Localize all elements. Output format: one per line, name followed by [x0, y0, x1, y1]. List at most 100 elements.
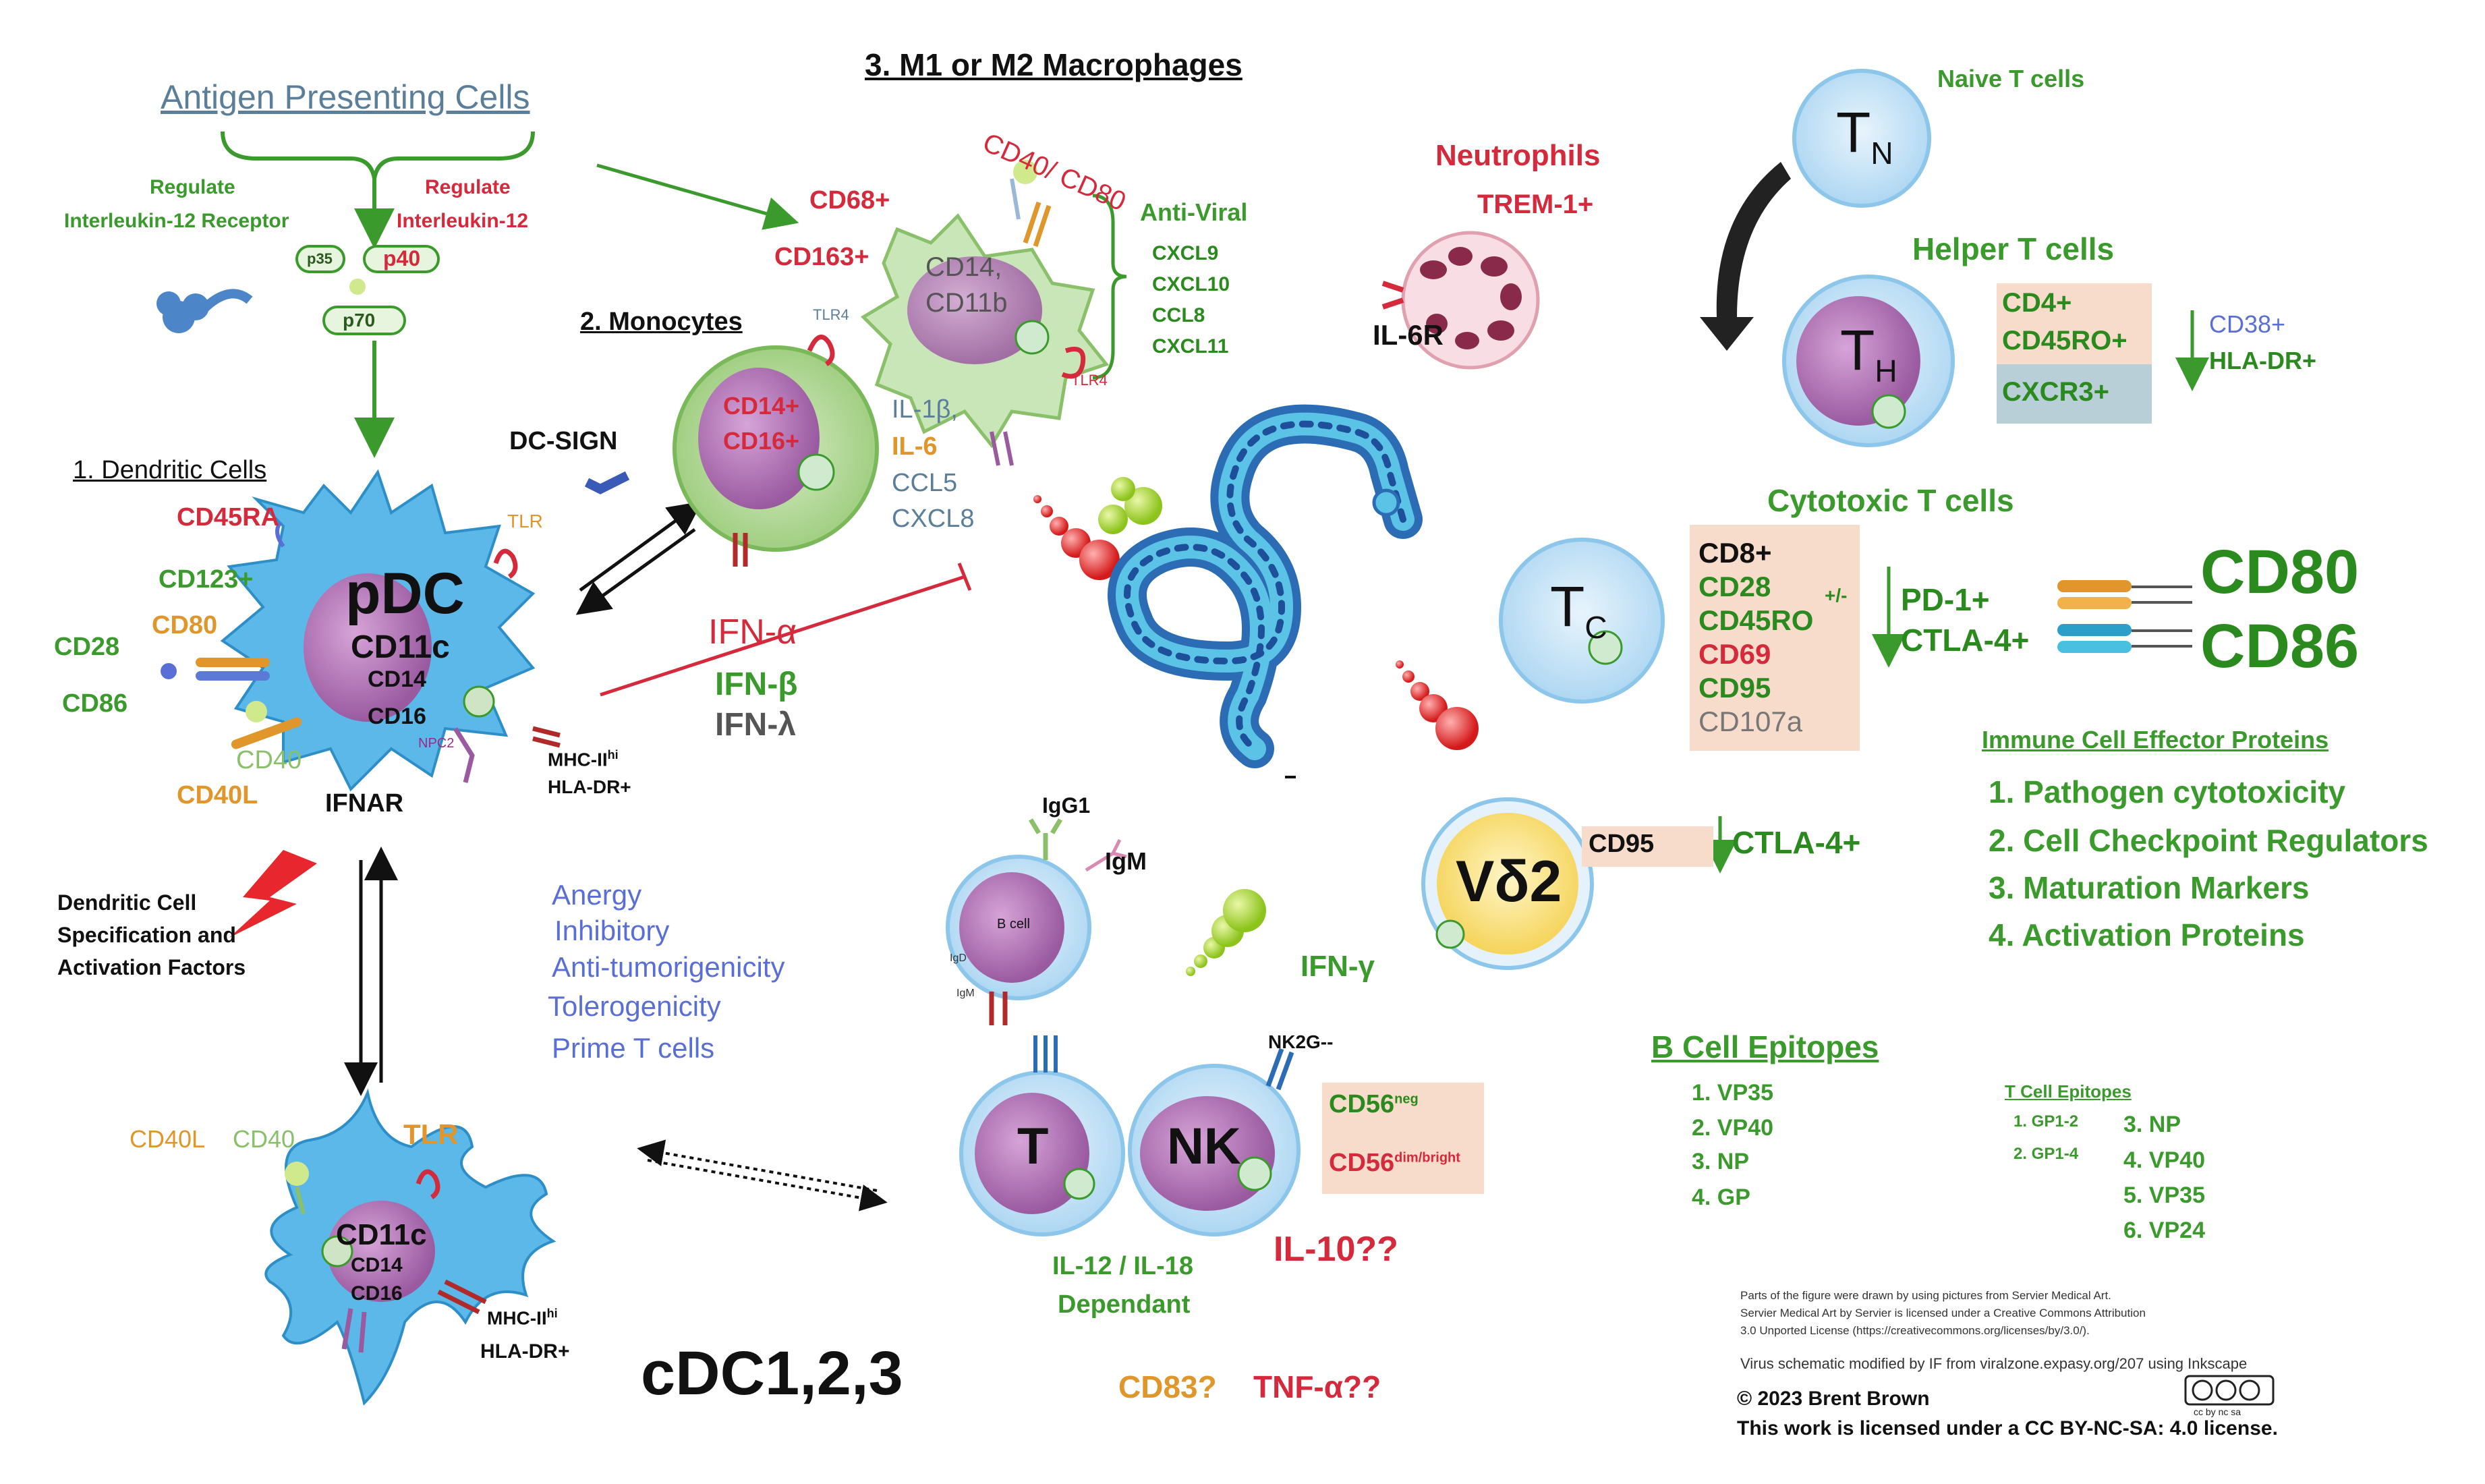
- credits-license: This work is licensed under a CC BY-NC-S…: [1737, 1417, 2278, 1439]
- helper-title: Helper T cells: [1912, 231, 2115, 266]
- helper-cd4: CD4+: [2002, 288, 2072, 318]
- cd56neg-label: CD56neg: [1329, 1090, 1419, 1118]
- t-cell-label: T: [1017, 1118, 1049, 1175]
- dc-factors-1: Dendritic Cell: [57, 890, 197, 915]
- ifn-beta-label: IFN-β: [715, 666, 798, 702]
- macrophage-cell: [860, 160, 1110, 466]
- vd2-cd95: CD95: [1589, 830, 1655, 858]
- vd2-marker-bg: [1582, 826, 1713, 867]
- cytotoxic-cd69: CD69: [1698, 638, 1771, 670]
- activation-lightning-icon: [229, 850, 317, 938]
- macrophage-cd14: CD14,: [925, 252, 1002, 282]
- cytotoxic-t-cell: [1499, 538, 1665, 704]
- cdc-cd16-label: CD16: [351, 1282, 403, 1305]
- ebola-virus-icon: [1108, 404, 1423, 768]
- tolerance-antitumor: Anti-tumorigenicity: [552, 951, 785, 983]
- pdc-label: pDC: [345, 561, 465, 626]
- credits-virus: Virus schematic modified by IF from vira…: [1740, 1355, 2248, 1372]
- apc-regulate-il12-2: Interleukin-12: [397, 210, 529, 232]
- nk-cell-label: NK: [1167, 1118, 1241, 1175]
- cytokine-spheres-lower: [1396, 660, 1479, 750]
- apc-to-macrophage-arrow: [596, 163, 799, 230]
- igg1-label: IgG1: [1042, 793, 1091, 818]
- monocyte-tlr4-label: TLR4: [813, 306, 849, 323]
- t-cell-bottom: [959, 1035, 1125, 1236]
- ifn-gamma-spheres: [1186, 889, 1266, 976]
- credits-line-1: Parts of the figure were drawn by using …: [1740, 1289, 2111, 1302]
- cd45ra-label: CD45RA: [177, 503, 280, 532]
- effector-item-2: 2. Cell Checkpoint Regulators: [1989, 823, 2428, 858]
- pdc-tlr-label: TLR: [507, 511, 543, 532]
- antiviral-ccl8: CCL8: [1152, 304, 1205, 326]
- pdc-cd80-label: CD80: [152, 611, 218, 639]
- neutrophils-title: Neutrophils: [1435, 139, 1601, 172]
- cytokine-spheres-upper: [1033, 477, 1162, 580]
- tolerance-prime: Prime T cells: [552, 1032, 715, 1064]
- pdc-cd16-label: CD16: [368, 704, 426, 729]
- antiviral-cxcl10: CXCL10: [1152, 273, 1230, 295]
- naive-label: TN: [1836, 101, 1893, 171]
- p35-label: p35: [307, 250, 333, 267]
- cc-license-badge: [2184, 1375, 2275, 1406]
- cdc-cd14-label: CD14: [351, 1254, 403, 1276]
- helper-marker-bg: [1997, 283, 2152, 364]
- vd2-t-cell: [1421, 797, 1594, 970]
- tolerance-tolerogenicity: Tolerogenicity: [548, 990, 721, 1022]
- pdc-cdc-arrows: [344, 847, 398, 1096]
- macrophage-cd68: CD68+: [809, 186, 890, 215]
- macrophage-tlr4: TLR4: [1071, 372, 1108, 389]
- p40-label: p40: [383, 246, 421, 270]
- naive-to-helper-arrow: [1700, 162, 1791, 351]
- t-epitopes-title: T Cell Epitopes: [2005, 1081, 2132, 1102]
- cytotoxic-marker-bg: [1690, 525, 1860, 751]
- t-epitope-left-2: 2. GP1-4: [2013, 1145, 2079, 1163]
- pdc-cd28-label: CD28: [54, 633, 120, 661]
- t-epitope-right-4: 6. VP24: [2123, 1218, 2205, 1243]
- cytotoxic-cd45ro: CD45RO: [1698, 604, 1814, 636]
- checkpoint-receptors: [2057, 580, 2192, 653]
- apc-regulate-il12-1: Regulate: [425, 176, 511, 198]
- dc-factors-3: Activation Factors: [57, 955, 246, 979]
- cdc-hladr-label: HLA-DR+: [480, 1340, 570, 1363]
- cdc-nk-dotted-arrows: [637, 1139, 888, 1211]
- effector-item-4: 4. Activation Proteins: [1989, 917, 2305, 952]
- pdc-mhc-label: MHC-IIhi: [548, 748, 619, 770]
- naive-title: Naive T cells: [1937, 65, 2085, 92]
- antiviral-brace: [1092, 194, 1127, 380]
- pdc-cd11c-label: CD11c: [351, 629, 450, 665]
- helper-cd38: CD38+: [2209, 310, 2286, 338]
- macrophages-title: 3. M1 or M2 Macrophages: [865, 47, 1242, 82]
- pdc-cd40-label: CD40: [236, 746, 302, 774]
- dendritic-title: 1. Dendritic Cells: [73, 456, 267, 484]
- cdc-mhc-label: MHC-IIhi: [487, 1307, 558, 1329]
- macrophage-cd163: CD163+: [774, 243, 869, 271]
- apc-regulate-il12r-2: Interleukin-12 Receptor: [64, 210, 289, 232]
- monocyte-ccl5: CCL5: [892, 469, 958, 497]
- b-epitopes-title: B Cell Epitopes: [1651, 1029, 1879, 1064]
- cdc-cd40l-label: CD40L: [130, 1125, 206, 1153]
- effector-title: Immune Cell Effector Proteins: [1982, 726, 2329, 753]
- cytotoxic-cd28: CD28: [1698, 571, 1771, 602]
- downregulation-arrows: [1703, 310, 2209, 874]
- ifn-alpha-inhibition: [600, 563, 972, 697]
- pd1-label: PD-1+: [1901, 582, 1990, 617]
- monocyte-cxcl8: CXCL8: [892, 505, 975, 533]
- cdc-cell: [264, 1088, 556, 1406]
- bcell-label: B cell: [997, 917, 1030, 932]
- pdc-cd14-label: CD14: [368, 666, 426, 692]
- monocyte-il6: IL-6: [892, 432, 938, 461]
- b-epitope-4: 4. GP: [1692, 1185, 1750, 1210]
- cytotoxic-cd8: CD8+: [1698, 537, 1772, 569]
- apc-bracket: [221, 131, 535, 458]
- cd86-large-label: CD86: [2200, 612, 2360, 681]
- protein-icon: [156, 289, 253, 333]
- helper-t-cell: [1782, 275, 1955, 447]
- cxcr3-bg: [1997, 364, 2152, 424]
- pdc-hladr-label: HLA-DR+: [548, 776, 631, 797]
- pdc-cd40l-label: CD40L: [177, 781, 258, 809]
- cytotoxic-title: Cytotoxic T cells: [1767, 483, 2014, 518]
- nk-cell: [1128, 1048, 1301, 1236]
- ifn-lambda-label: IFN-λ: [715, 707, 796, 743]
- apc-regulate-il12r-1: Regulate: [150, 176, 235, 198]
- cytotoxic-cd107a: CD107a: [1698, 706, 1803, 737]
